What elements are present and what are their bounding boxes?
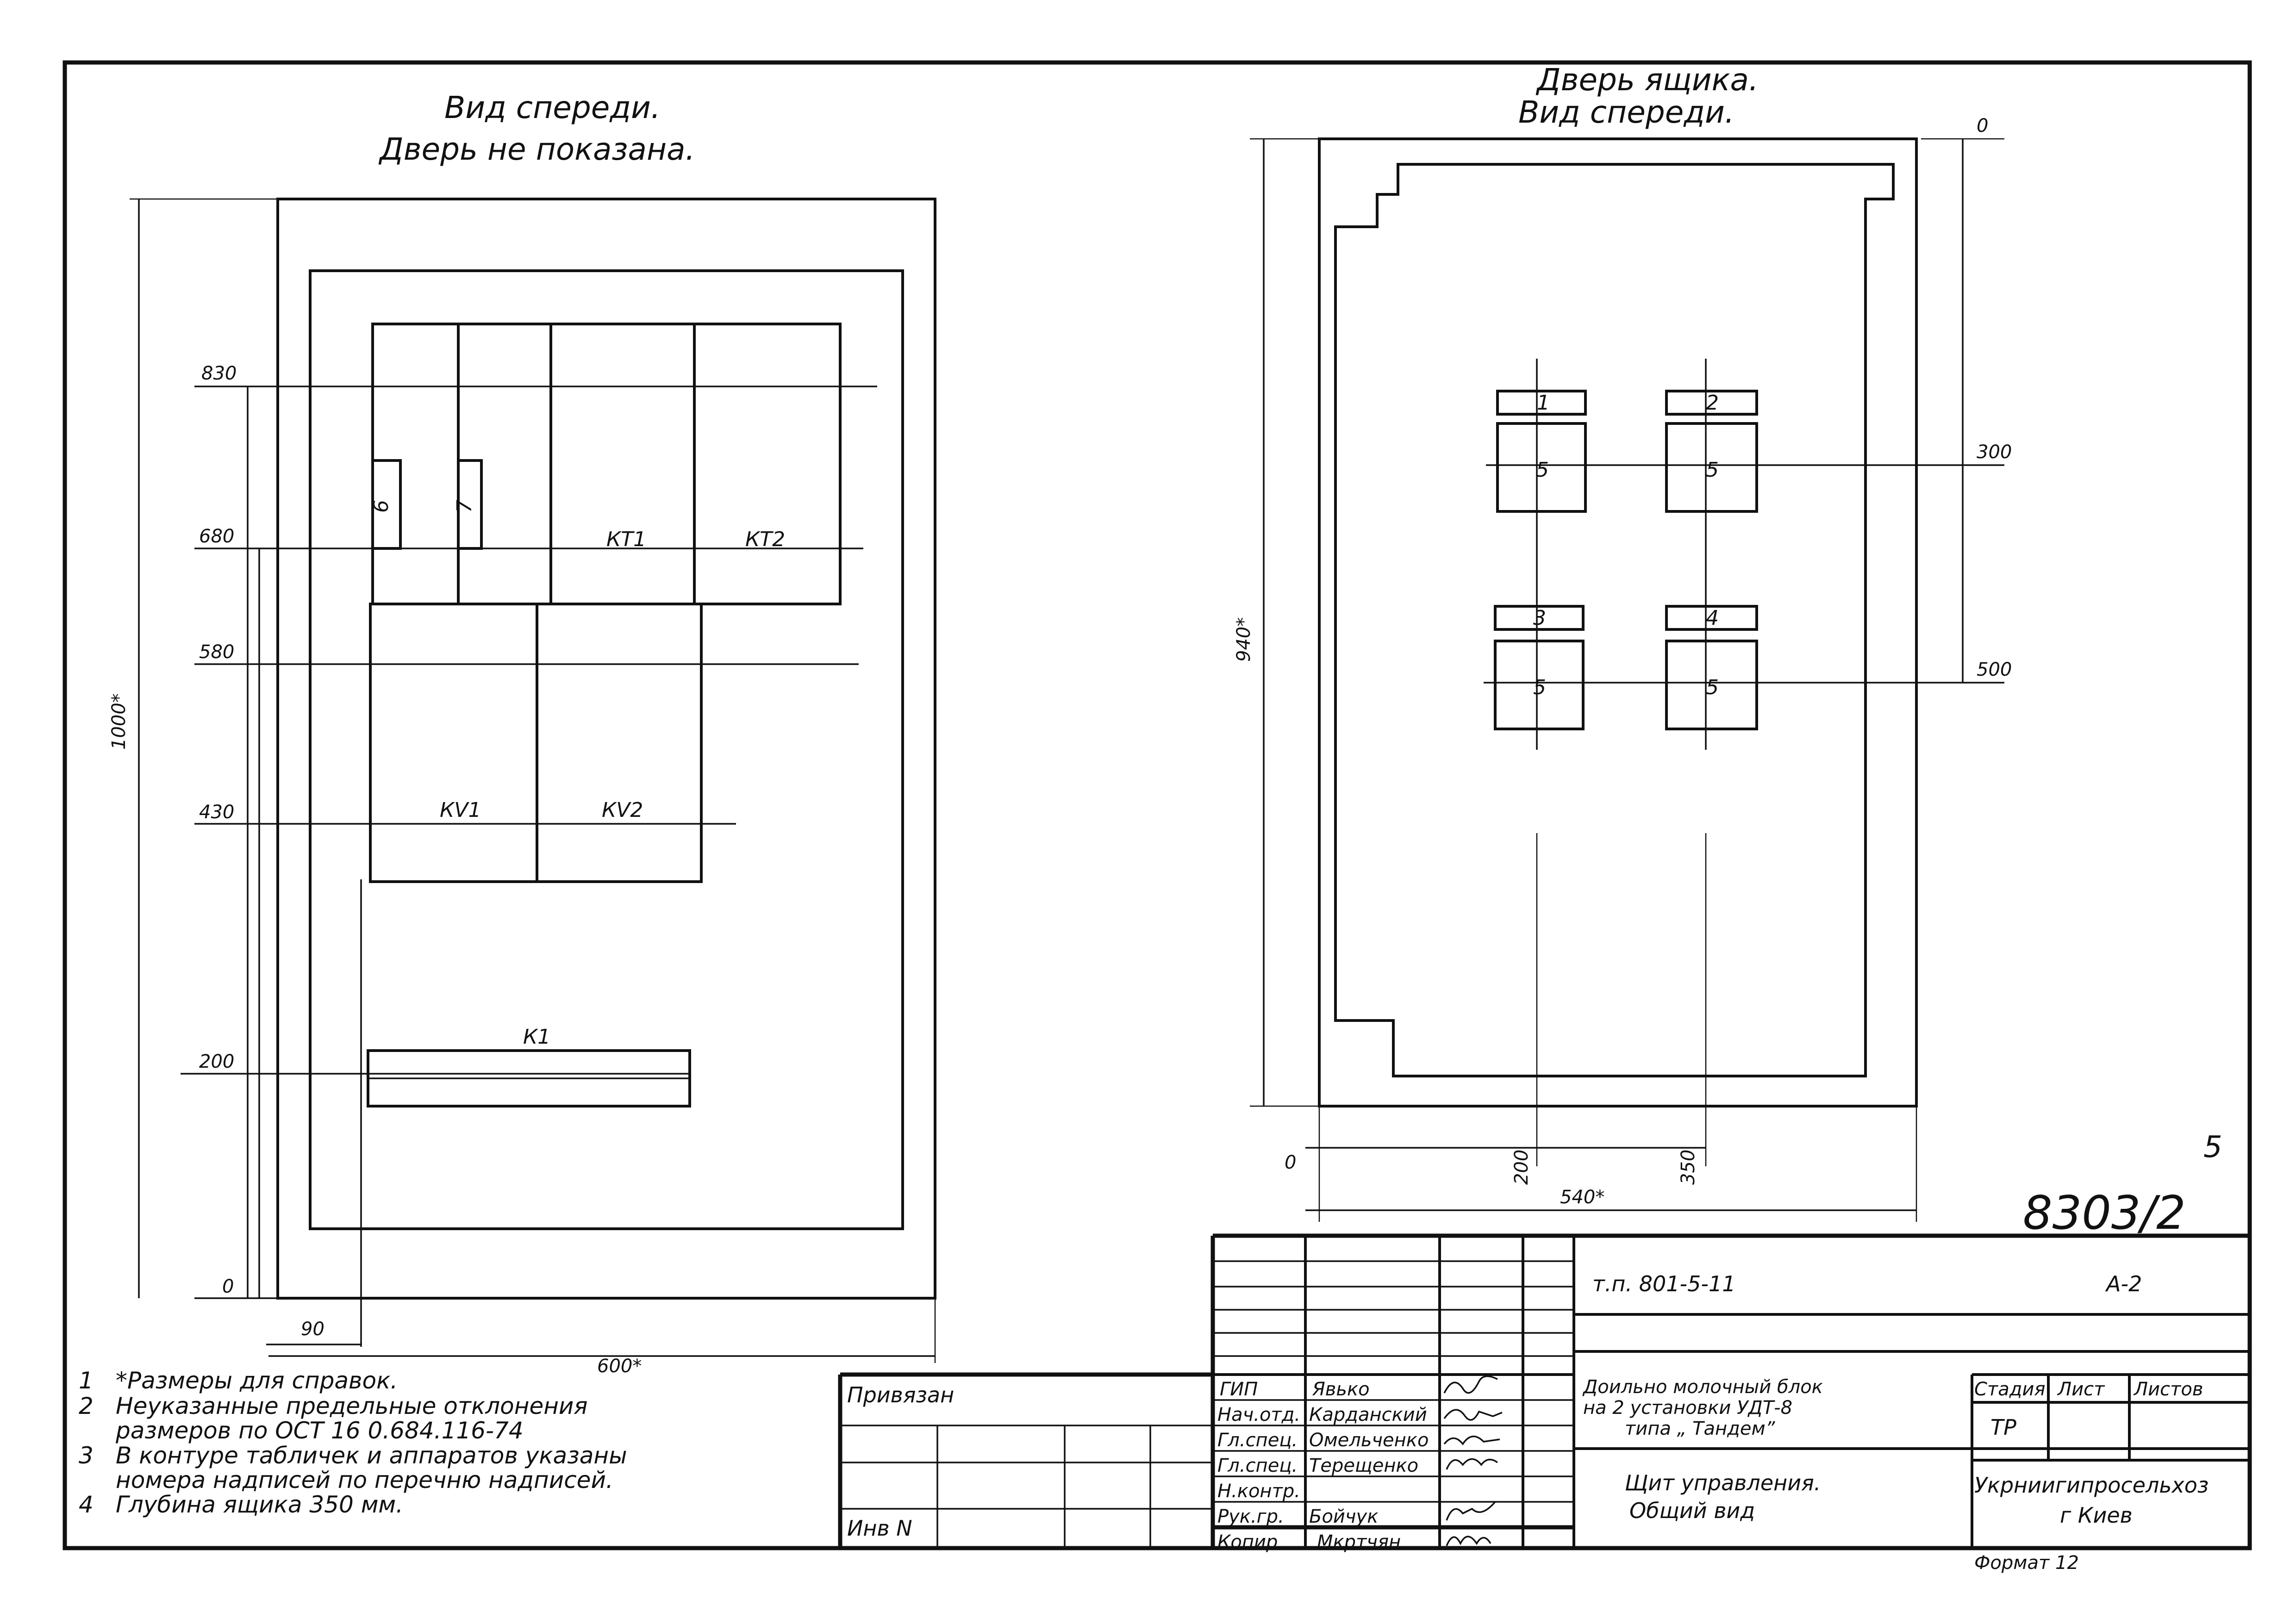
device-7-label: 7 (453, 500, 476, 513)
drawing-number: 8303/2 (2023, 1186, 2186, 1240)
device-5-d-label: 5 (1706, 676, 1719, 699)
upper-device-panel (371, 323, 842, 605)
note-2-num: 2 (79, 1393, 94, 1419)
device-kt2-label: КТ2 (745, 528, 785, 551)
note-1-text: *Размеры для справок. (116, 1367, 398, 1394)
door-dim-200: 200 (1511, 1150, 1532, 1185)
level-200: 200 (199, 1051, 234, 1072)
door-dim-540: 540* (1560, 1187, 1604, 1208)
role-ruk-gr: Рук.гр. (1217, 1506, 1284, 1527)
sheet-code: А-2 (2105, 1271, 2142, 1296)
title-block: Привязан Инв N ГИП Нач.отд. Гл.спец. Гл.… (838, 1233, 2252, 1574)
doc-title: Щит управления. (1625, 1470, 1821, 1495)
device-kt1-label: КТ1 (606, 528, 646, 551)
plate-2-label: 2 (1706, 391, 1719, 415)
device-kv2-label: КV2 (602, 798, 643, 822)
door-dim-zero-top: 0 (1977, 115, 1988, 137)
door-dim-300: 300 (1977, 442, 2012, 463)
name-mkrtchyan: Мкртчян (1317, 1531, 1401, 1553)
dim-90: 90 (301, 1319, 324, 1340)
plate-1 (1496, 390, 1587, 416)
name-omelchenko: Омельченко (1309, 1430, 1429, 1451)
plate-2 (1665, 390, 1758, 416)
role-gl-spec-1: Гл.спец. (1217, 1430, 1298, 1451)
sheets-label: Листов (2133, 1379, 2203, 1400)
device-5-b-label: 5 (1706, 458, 1719, 482)
door-dim-zero-left: 0 (1285, 1152, 1296, 1173)
stage-value: ТР (1990, 1415, 2016, 1440)
door-view-title-line1: Дверь ящика. (1535, 62, 1759, 98)
dim-1000: 1000* (108, 693, 130, 750)
name-tereshchenko: Терещенко (1309, 1455, 1418, 1476)
device-kv1-label: КV1 (440, 798, 481, 822)
device-5-a (1496, 422, 1587, 513)
name-kardanskiy: Карданский (1309, 1404, 1427, 1425)
level-430: 430 (199, 802, 234, 823)
note-3-cont: номера надписей по перечню надписей. (116, 1467, 613, 1494)
designation: т.п. 801-5-11 (1592, 1271, 1736, 1296)
role-gl-spec-2: Гл.спец. (1217, 1455, 1298, 1476)
front-view: Вид спереди. Дверь не показана. 6 7 КТ1 … (108, 90, 936, 1377)
device-5-a-label: 5 (1536, 458, 1549, 482)
role-kopir: Копир (1217, 1531, 1278, 1553)
sheet-label: Лист (2057, 1379, 2105, 1400)
role-gip: ГИП (1220, 1379, 1258, 1400)
door-dim-350: 350 (1678, 1150, 1699, 1185)
note-4-num: 4 (79, 1491, 94, 1518)
object-line2: на 2 установки УДТ-8 (1583, 1397, 1792, 1419)
front-cabinet-outer (276, 198, 936, 1300)
sheet-number: 5 (2203, 1130, 2222, 1164)
object-line3: типа „ Тандем” (1625, 1418, 1775, 1439)
door-dim-500: 500 (1977, 659, 2012, 680)
level-680: 680 (199, 526, 234, 547)
note-2-cont: размеров по ОСТ 16 0.684.116-74 (115, 1417, 524, 1444)
door-view: Дверь ящика. Вид спереди. 1 2 3 4 5 5 5 … (1233, 62, 2012, 1222)
plate-1-label: 1 (1537, 391, 1550, 415)
front-view-title-line2: Дверь не показана. (378, 131, 695, 167)
sheet-frame (62, 60, 2252, 1550)
note-3-num: 3 (79, 1442, 94, 1469)
role-n-kontr: Н.контр. (1217, 1481, 1300, 1502)
device-5-b (1665, 422, 1758, 513)
level-580: 580 (199, 641, 234, 663)
door-inner-stepped (1334, 163, 1895, 1077)
level-0: 0 (222, 1276, 234, 1297)
level-830: 830 (201, 363, 237, 384)
door-dim-940: 940* (1233, 617, 1254, 662)
doc-subtitle: Общий вид (1629, 1498, 1755, 1523)
device-5-c (1494, 640, 1585, 730)
plate-4 (1665, 605, 1758, 631)
note-4-text: Глубина ящика 350 мм. (116, 1491, 403, 1518)
object-line1: Доильно молочный блок (1582, 1376, 1823, 1398)
plate-4-label: 4 (1706, 606, 1719, 630)
device-5-d (1665, 640, 1758, 730)
front-cabinet-inner (309, 269, 904, 1230)
stage-label: Стадия (1974, 1379, 2045, 1400)
inv-label: Инв N (847, 1516, 912, 1541)
signatures (1443, 1375, 1503, 1546)
format-label: Формат 12 (1974, 1552, 2079, 1574)
role-nach-otd: Нач.отд. (1217, 1404, 1300, 1425)
company-line1: Укрниигипросельхоз (1974, 1473, 2209, 1498)
plate-3 (1494, 605, 1585, 631)
note-3-text: В контуре табличек и аппаратов указаны (116, 1442, 627, 1469)
name-yavko: Явько (1312, 1379, 1370, 1400)
device-5-c-label: 5 (1533, 676, 1546, 699)
front-view-title-line1: Вид спереди. (444, 90, 661, 125)
note-1-num: 1 (79, 1367, 94, 1394)
plate-3-label: 3 (1533, 606, 1546, 630)
privyazan-label: Привязан (847, 1382, 954, 1407)
company-line2: г Киев (2060, 1503, 2133, 1528)
door-view-title-line2: Вид спереди. (1518, 94, 1734, 130)
device-6-label: 6 (369, 500, 393, 513)
device-k1-label: К1 (523, 1025, 550, 1049)
name-boychuk: Бойчук (1309, 1506, 1378, 1527)
dim-600: 600* (597, 1356, 642, 1377)
door-outer (1318, 137, 1918, 1108)
note-2-text: Неуказанные предельные отклонения (116, 1393, 587, 1419)
notes-block: 1 *Размеры для справок. 2 Неуказанные пр… (79, 1367, 627, 1518)
